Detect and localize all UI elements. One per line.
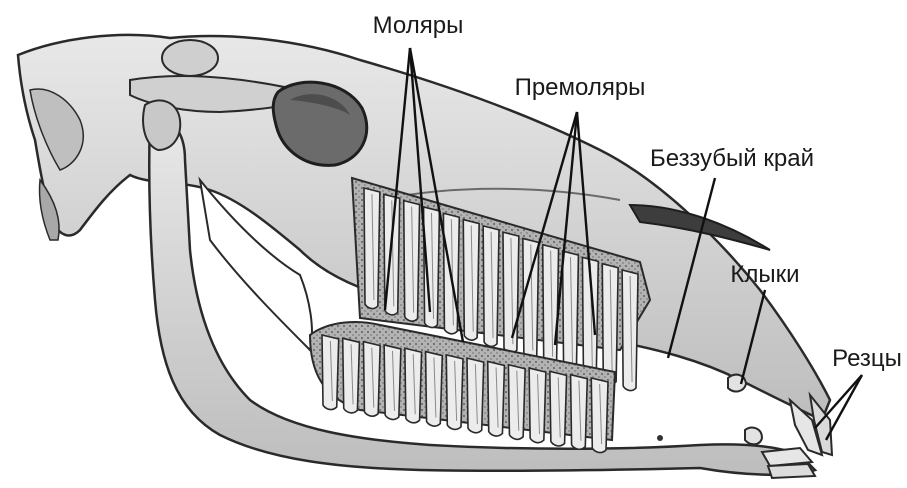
- label-molars: Моляры: [373, 12, 464, 39]
- lower-canine: [745, 428, 762, 445]
- temporal-process: [162, 40, 218, 76]
- lower-incisor-2: [768, 464, 815, 478]
- label-toothless-edge: Беззубый край: [650, 145, 814, 172]
- label-incisors: Резцы: [832, 345, 902, 372]
- label-canines: Клыки: [730, 261, 799, 288]
- mental-foramen: [657, 435, 663, 441]
- label-premolars: Премоляры: [515, 74, 646, 101]
- mandibular-condyle: [143, 100, 180, 150]
- incisors-leader-2: [826, 375, 862, 440]
